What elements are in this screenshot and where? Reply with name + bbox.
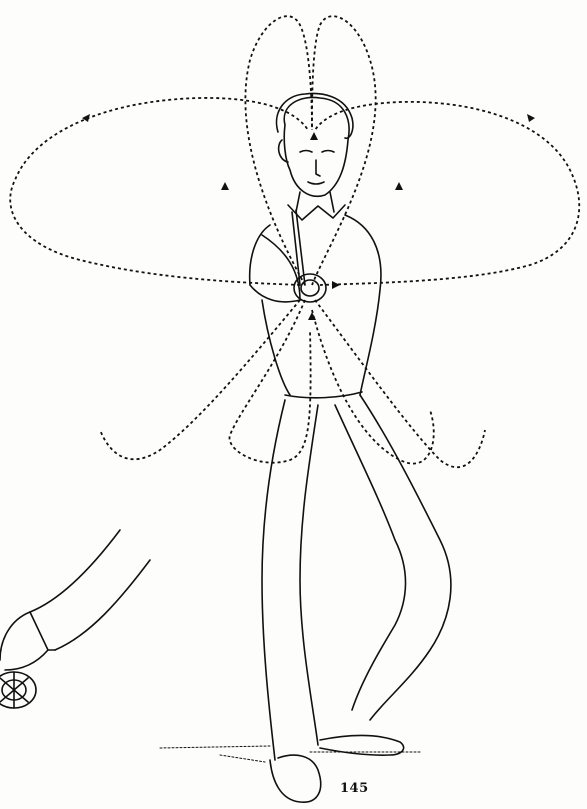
opponent-arm [0,530,150,708]
opponent-cuff [30,612,55,650]
lower-right-loop-path [315,300,485,467]
fencer-rear-shoe [270,755,321,802]
face-detail [300,151,334,185]
fencer-waist [285,392,362,398]
arrow-icon [221,182,229,190]
foil-guard-inner [301,280,319,296]
fencer-rear-leg [262,400,318,760]
right-loop-path [315,102,579,285]
opponent-guard [0,672,36,708]
fencer-torso [250,215,381,395]
arrow-icon [527,114,535,122]
fencer-hair [277,93,353,162]
fencer-head [284,97,349,196]
page-number: 145 [340,781,369,796]
lower-left-loop-path [100,300,300,459]
fencer-figure [160,93,451,802]
opponent-sleeve [30,530,150,650]
arrow-icon [310,132,318,140]
path-arrows [82,114,535,320]
ground-line [160,746,420,762]
fencer-sword-arm [250,235,300,302]
opponent-guard-spokes [0,672,28,708]
opponent-hand [0,612,48,670]
lower-middle-loop-path [230,300,311,463]
arrow-icon [332,281,340,289]
arrow-icon [308,312,316,320]
upper-right-loop-path [312,16,376,285]
arrow-icon [395,182,403,190]
foil-blade [292,210,305,285]
